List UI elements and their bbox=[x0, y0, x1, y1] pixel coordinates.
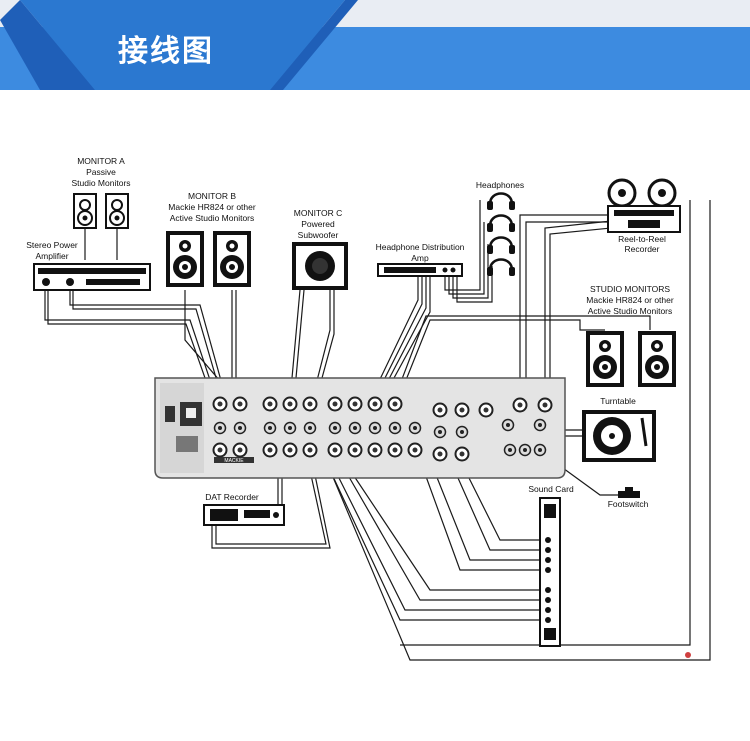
amp-label-2: Amplifier bbox=[35, 251, 68, 261]
sound-card-icon bbox=[539, 497, 561, 647]
headphone-3-icon bbox=[485, 236, 517, 256]
stereo-amp-group: Stereo Power Amplifier bbox=[26, 240, 151, 291]
amp-label-1: Stereo Power bbox=[26, 240, 78, 250]
mixer-group: MACKIE bbox=[154, 377, 566, 479]
banner-tab bbox=[20, 0, 345, 90]
cable-marker bbox=[685, 652, 691, 658]
monitor-a-label-3: Studio Monitors bbox=[71, 178, 130, 188]
studio-monitors-group: STUDIO MONITORS Mackie HR824 or other Ac… bbox=[586, 284, 676, 387]
reel-group: Reel-to-Reel Recorder bbox=[607, 178, 681, 254]
studio-monitors-label-2: Mackie HR824 or other bbox=[586, 295, 674, 305]
monitor-a-group: MONITOR A Passive Studio Monitors bbox=[71, 156, 131, 229]
turntable-group: Turntable bbox=[582, 396, 656, 462]
headphone-1-icon bbox=[485, 192, 517, 212]
footswitch-icon bbox=[618, 487, 640, 498]
hp-amp-label-1: Headphone Distribution bbox=[376, 242, 465, 252]
monitor-b-label-3: Active Studio Monitors bbox=[170, 213, 255, 223]
title-banner: 接线图 bbox=[0, 0, 750, 90]
footswitch-group: Footswitch bbox=[608, 487, 649, 509]
hp-amp-label-2: Amp bbox=[411, 253, 429, 263]
turntable-label: Turntable bbox=[600, 396, 636, 406]
turntable-icon bbox=[582, 410, 656, 462]
studio-monitor-right-icon bbox=[638, 331, 676, 387]
monitor-c-label-3: Subwoofer bbox=[298, 230, 339, 240]
sound-card-group: Sound Card bbox=[528, 484, 574, 647]
subwoofer-icon bbox=[292, 242, 348, 290]
hp-distribution-amp-icon bbox=[377, 263, 463, 277]
cables bbox=[44, 200, 711, 661]
dat-recorder-icon bbox=[203, 504, 285, 526]
stereo-amp-icon bbox=[33, 263, 151, 291]
reel-label-1: Reel-to-Reel bbox=[618, 234, 666, 244]
passive-monitor-left-icon bbox=[73, 193, 97, 229]
reel-label-2: Recorder bbox=[625, 244, 660, 254]
headphones-group: Headphones bbox=[476, 180, 524, 278]
banner-background bbox=[0, 0, 750, 90]
page-title: 接线图 bbox=[118, 34, 214, 69]
passive-monitor-right-icon bbox=[105, 193, 129, 229]
studio-monitors-label-3: Active Studio Monitors bbox=[588, 306, 673, 316]
active-monitor-b-left-icon bbox=[166, 231, 204, 287]
footswitch-label: Footswitch bbox=[608, 499, 649, 509]
studio-monitor-left-icon bbox=[586, 331, 624, 387]
studio-monitors-label-1: STUDIO MONITORS bbox=[590, 284, 670, 294]
monitor-b-label-2: Mackie HR824 or other bbox=[168, 202, 256, 212]
monitor-c-label-1: MONITOR C bbox=[294, 208, 342, 218]
monitor-c-group: MONITOR C Powered Subwoofer bbox=[292, 208, 348, 290]
monitor-b-label-1: MONITOR B bbox=[188, 191, 236, 201]
dat-group: DAT Recorder bbox=[203, 492, 285, 526]
headphone-2-icon bbox=[485, 214, 517, 234]
hp-amp-group: Headphone Distribution Amp bbox=[376, 242, 465, 277]
sound-card-label: Sound Card bbox=[528, 484, 574, 494]
active-monitor-b-right-icon bbox=[213, 231, 251, 287]
mixer-brand-label: MACKIE bbox=[224, 458, 244, 464]
reel-to-reel-icon bbox=[607, 178, 681, 233]
headphones-label: Headphones bbox=[476, 180, 524, 190]
dat-label: DAT Recorder bbox=[205, 492, 259, 502]
monitor-a-label-2: Passive bbox=[86, 167, 116, 177]
monitor-a-label-1: MONITOR A bbox=[77, 156, 125, 166]
headphone-4-icon bbox=[485, 258, 517, 278]
monitor-c-label-2: Powered bbox=[301, 219, 335, 229]
monitor-b-group: MONITOR B Mackie HR824 or other Active S… bbox=[166, 191, 256, 287]
